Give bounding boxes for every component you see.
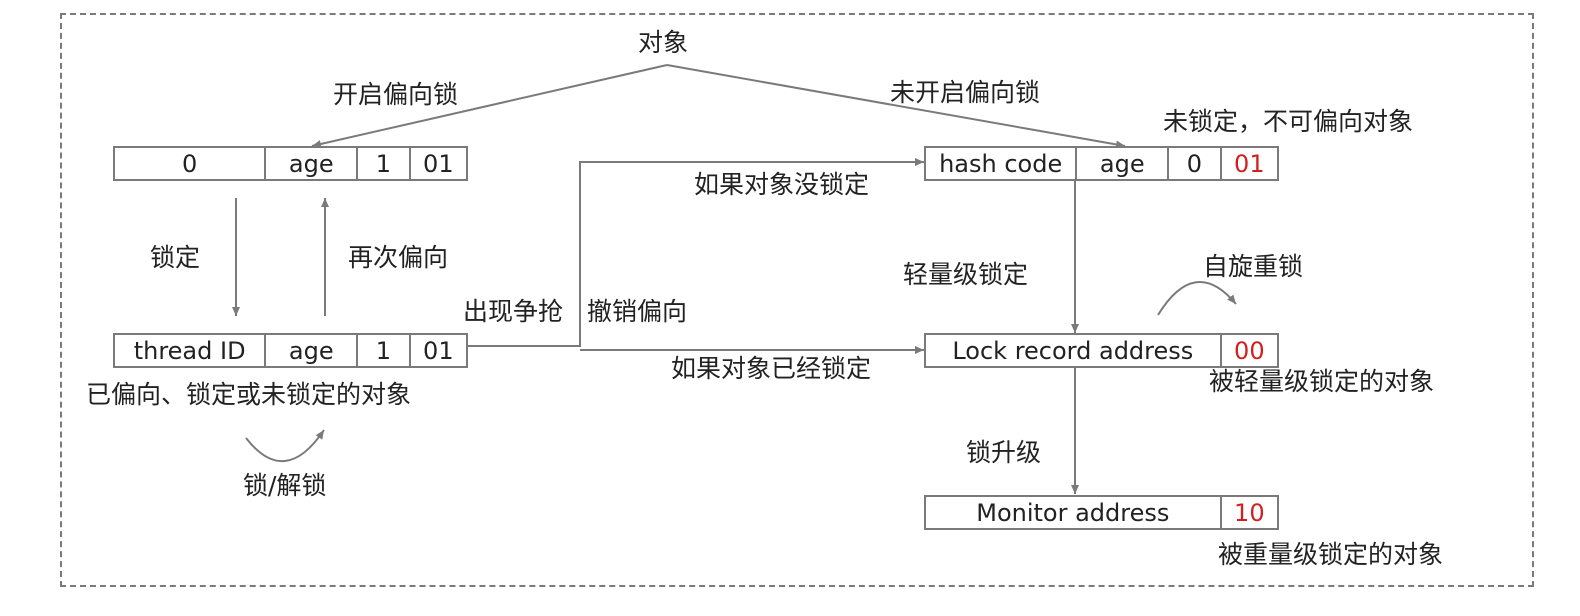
caption-heavyweight: 被重量级锁定的对象 [1218, 540, 1444, 569]
cell-age: age [1077, 148, 1170, 179]
label-revoke-bias: 撤销偏向 [587, 297, 688, 326]
label-lock-unlock: 锁/解锁 [243, 471, 327, 500]
label-lock: 锁定 [150, 243, 201, 272]
caption-lightweight: 被轻量级锁定的对象 [1209, 367, 1435, 396]
cell-lock-bits: 01 [1234, 149, 1265, 178]
label-spin-lock: 自旋重锁 [1203, 252, 1304, 281]
record-biasable: 0 age 1 01 [113, 146, 468, 181]
record-heavyweight: Monitor address 10 [924, 495, 1279, 530]
edge-object-to-unlocked [666, 64, 1126, 149]
spin-lock-arc [1157, 280, 1237, 316]
cell-biased-bit: 0 [1169, 148, 1222, 179]
cell-age: age [266, 148, 359, 179]
cell-lock-bits: 01 [423, 149, 454, 178]
label-disable-biased: 未开启偏向锁 [890, 78, 1041, 107]
object-title: 对象 [638, 28, 689, 57]
cell-lock-record-address: Lock record address [926, 335, 1222, 366]
cell-thread-id: thread ID [115, 335, 267, 366]
cell-hash-code: hash code [926, 148, 1078, 179]
cell-monitor-address: Monitor address [926, 497, 1222, 528]
lock-unlock-arc [245, 429, 325, 463]
label-upgrade: 锁升级 [966, 438, 1042, 467]
record-unlocked: hash code age 0 01 [924, 146, 1279, 181]
cell-lock-bits: 01 [423, 336, 454, 365]
dashed-frame [60, 13, 1534, 587]
cell-biased-bit: 1 [358, 335, 411, 366]
label-rebias: 再次偏向 [348, 243, 449, 272]
label-if-locked: 如果对象已经锁定 [671, 354, 872, 383]
cell-zero: 0 [115, 148, 267, 179]
cell-lock-bits: 10 [1234, 498, 1265, 527]
cell-lock-bits: 00 [1234, 336, 1265, 365]
label-enable-biased: 开启偏向锁 [333, 80, 459, 109]
record-lightweight: Lock record address 00 [924, 333, 1279, 368]
edge-revoke-to-unlocked [467, 158, 924, 347]
label-contention: 出现争抢 [463, 297, 564, 326]
cell-age: age [266, 335, 359, 366]
edge-object-to-biasable [311, 64, 668, 148]
label-lightweight-lock: 轻量级锁定 [903, 260, 1029, 289]
cell-biased-bit: 1 [358, 148, 411, 179]
label-if-not-locked: 如果对象没锁定 [694, 170, 870, 199]
record-biased: thread ID age 1 01 [113, 333, 468, 368]
caption-biased: 已偏向、锁定或未锁定的对象 [86, 380, 412, 409]
caption-unlocked: 未锁定，不可偏向对象 [1163, 107, 1414, 136]
